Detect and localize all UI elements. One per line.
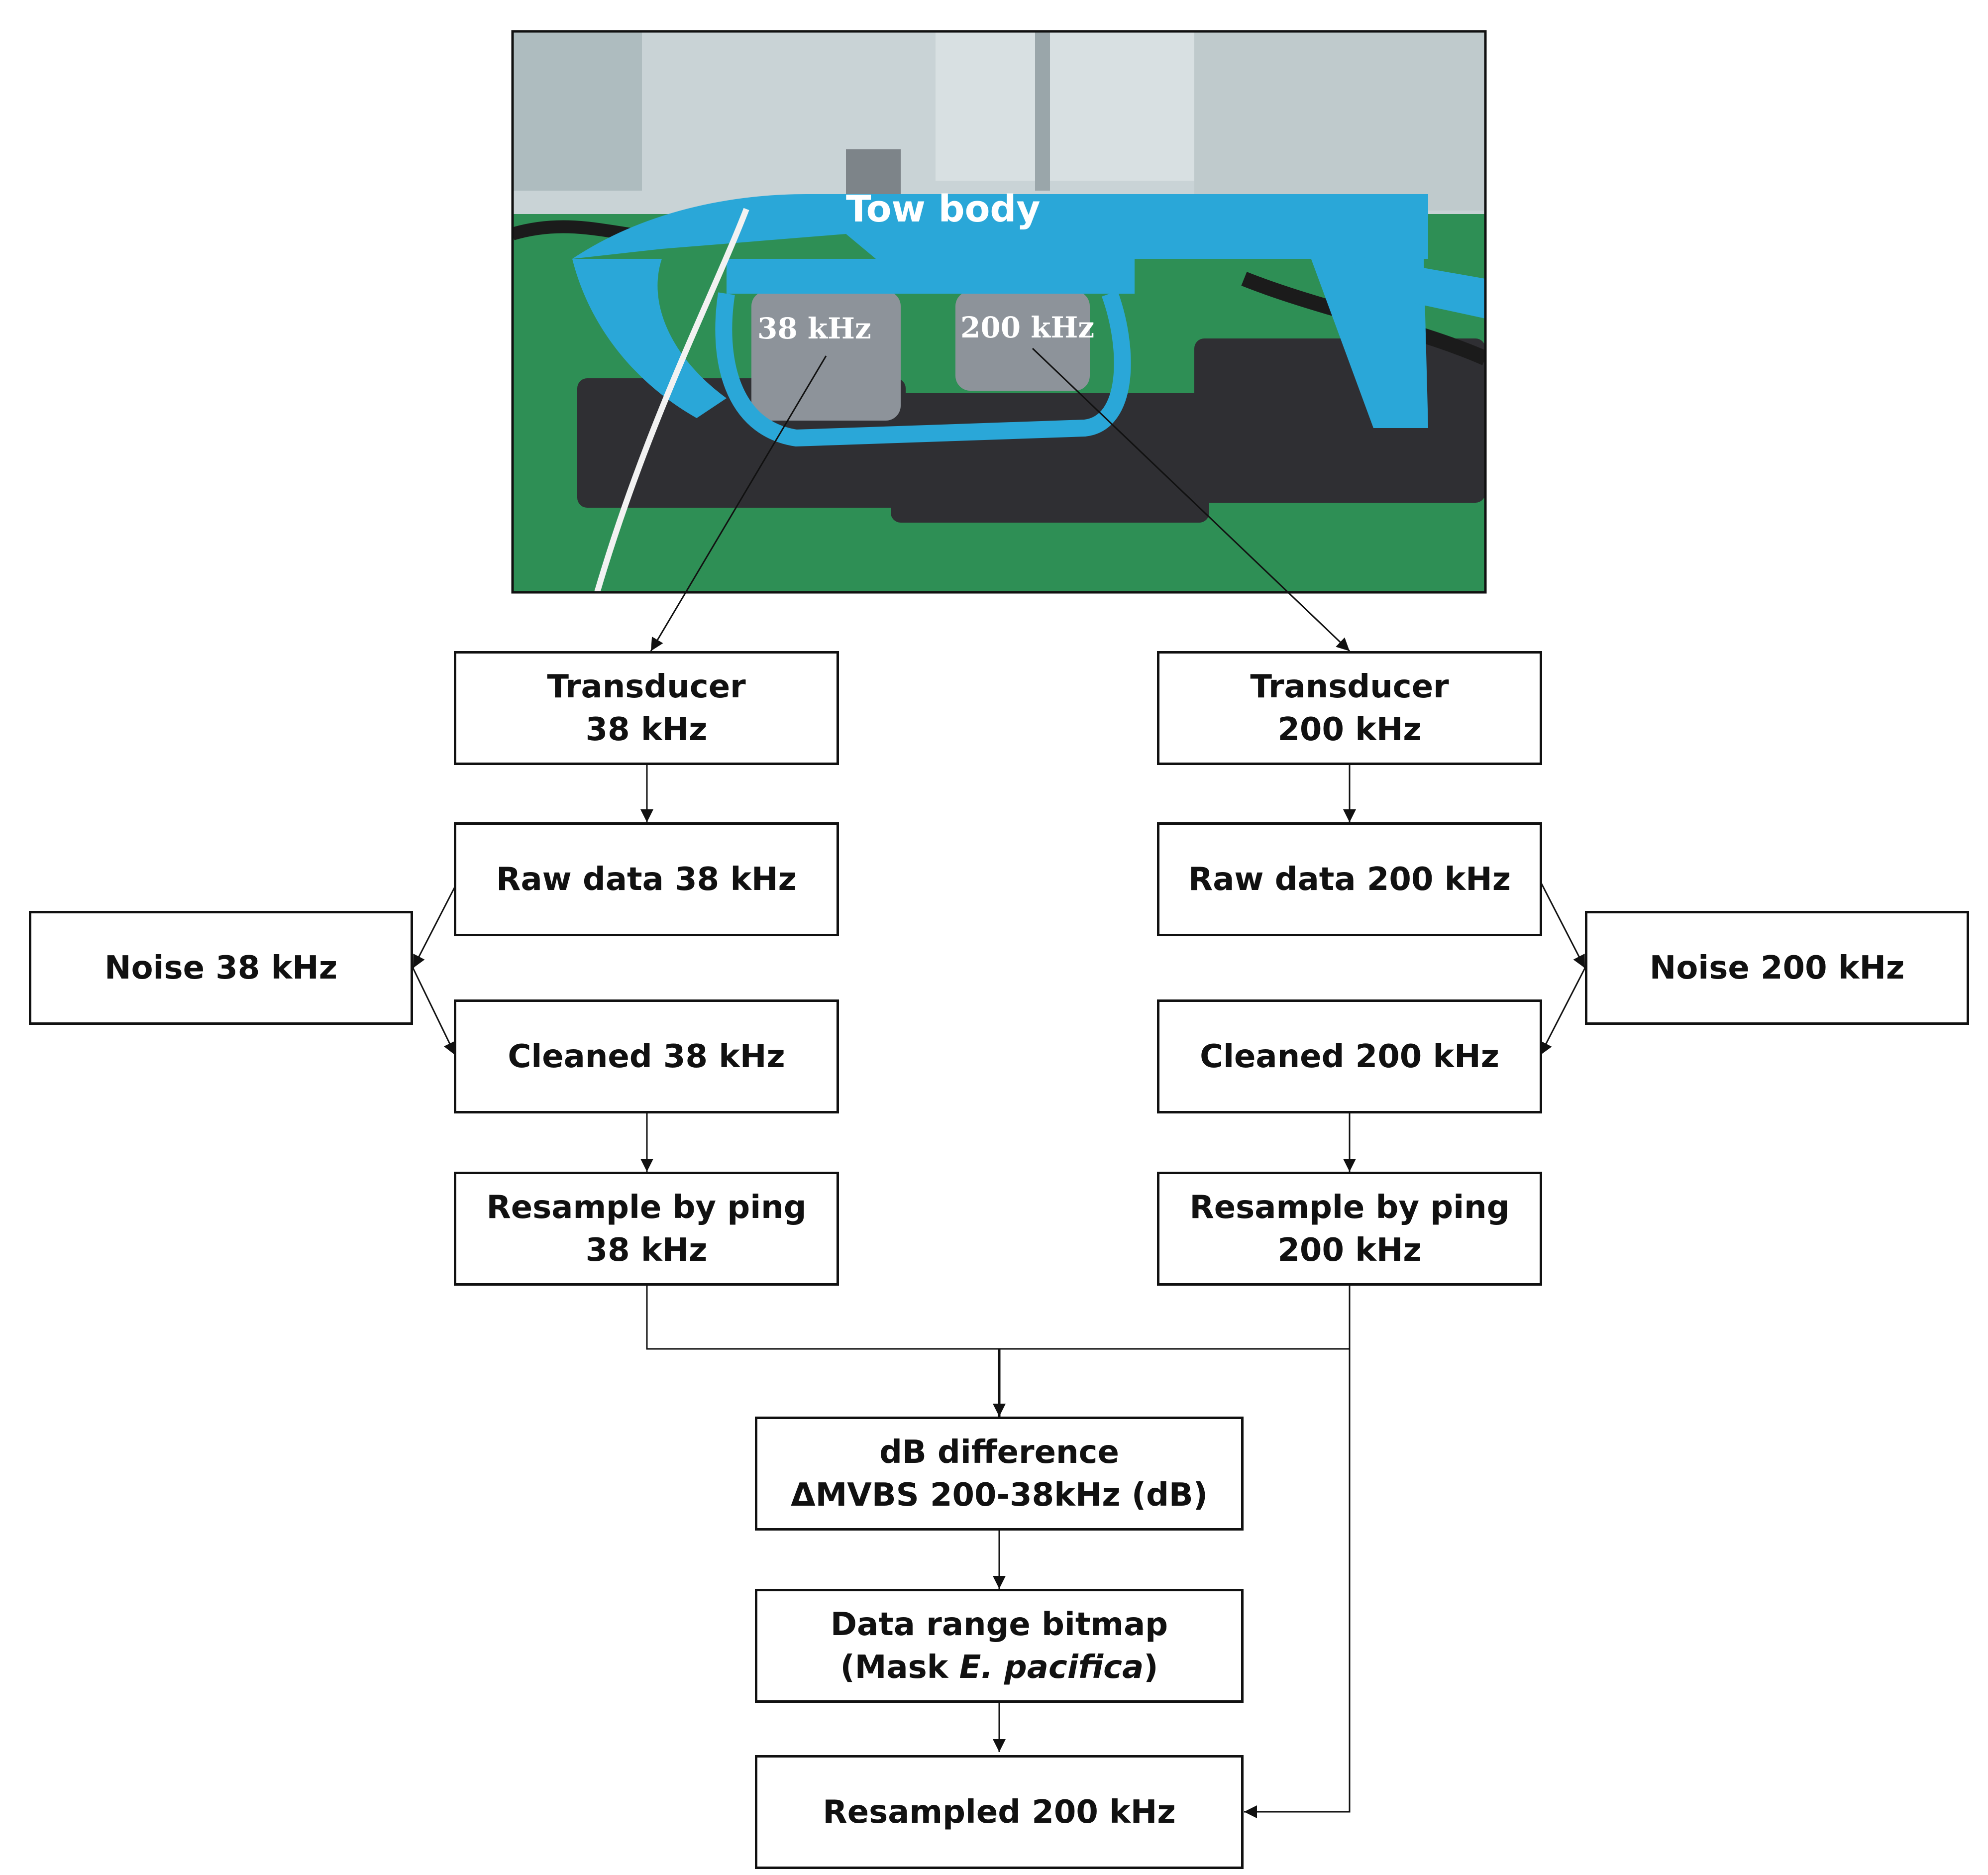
node-bitmap-close: )	[1144, 1649, 1158, 1686]
node-resampled-200: Resampled 200 kHz	[755, 1755, 1244, 1869]
node-resample-200-line2: 200 kHz	[1277, 1231, 1422, 1269]
photo-frame	[511, 30, 1487, 594]
node-transducer-38-line2: 38 kHz	[585, 711, 708, 748]
node-raw-38-label: Raw data 38 kHz	[496, 861, 797, 898]
photo-label-38khz: 38 kHz	[757, 312, 871, 345]
node-transducer-200: Transducer 200 kHz	[1157, 651, 1542, 765]
node-db-difference: dB difference ΔMVBS 200-38kHz (dB)	[755, 1417, 1244, 1531]
foam-pad-middle	[891, 393, 1209, 523]
node-noise-200: Noise 200 kHz	[1585, 911, 1969, 1025]
node-bitmap-line2: (Mask E. pacifica)	[840, 1646, 1158, 1689]
foam-pad-right	[1194, 338, 1485, 503]
node-bitmap-species: E. pacifica	[959, 1649, 1144, 1686]
node-raw-200: Raw data 200 kHz	[1157, 822, 1542, 936]
node-raw-38: Raw data 38 kHz	[454, 822, 839, 936]
node-resample-38: Resample by ping 38 kHz	[454, 1172, 839, 1286]
node-resampled-200-label: Resampled 200 kHz	[823, 1793, 1176, 1831]
node-resample-200: Resample by ping 200 kHz	[1157, 1172, 1542, 1286]
tow-body-tail-plane	[1344, 254, 1485, 319]
node-noise-38: Noise 38 kHz	[29, 911, 413, 1025]
node-raw-200-label: Raw data 200 kHz	[1188, 861, 1511, 898]
node-transducer-200-line2: 200 kHz	[1277, 711, 1422, 748]
node-cleaned-38-label: Cleaned 38 kHz	[508, 1038, 785, 1075]
node-bitmap-open: (Mask	[840, 1649, 959, 1686]
tow-body-main-frame	[572, 194, 1428, 259]
photo-label-200khz: 200 kHz	[960, 311, 1094, 344]
node-cleaned-200-label: Cleaned 200 kHz	[1200, 1038, 1499, 1075]
node-db-difference-line2: ΔMVBS 200-38kHz (dB)	[791, 1476, 1208, 1514]
tow-body-crossbar	[727, 259, 1135, 294]
node-bitmap-line1: Data range bitmap	[830, 1606, 1168, 1643]
node-transducer-38-line1: Transducer	[547, 668, 746, 705]
node-noise-38-label: Noise 38 kHz	[105, 949, 337, 987]
node-transducer-38: Transducer 38 kHz	[454, 651, 839, 765]
photo-label-tow-body: Tow body	[846, 188, 1041, 230]
photo-scene: Tow body 38 kHz 200 kHz	[513, 31, 1485, 592]
node-resample-38-line1: Resample by ping	[486, 1189, 807, 1226]
node-resample-200-line1: Resample by ping	[1189, 1189, 1510, 1226]
tow-bracket	[846, 149, 901, 194]
ship-wall-panel-right	[1194, 31, 1485, 211]
node-noise-200-label: Noise 200 kHz	[1649, 949, 1905, 987]
node-db-difference-line1: dB difference	[879, 1434, 1119, 1471]
ship-wall-panel	[936, 31, 1194, 181]
ship-railing-area	[513, 31, 642, 191]
node-cleaned-38: Cleaned 38 kHz	[454, 999, 839, 1113]
node-transducer-200-line1: Transducer	[1250, 668, 1449, 705]
mast-pole	[1035, 31, 1050, 191]
node-resample-38-line2: 38 kHz	[585, 1231, 708, 1269]
transducer-38-cylinder	[751, 291, 901, 421]
node-bitmap: Data range bitmap (Mask E. pacifica)	[755, 1589, 1244, 1703]
node-cleaned-200: Cleaned 200 kHz	[1157, 999, 1542, 1113]
